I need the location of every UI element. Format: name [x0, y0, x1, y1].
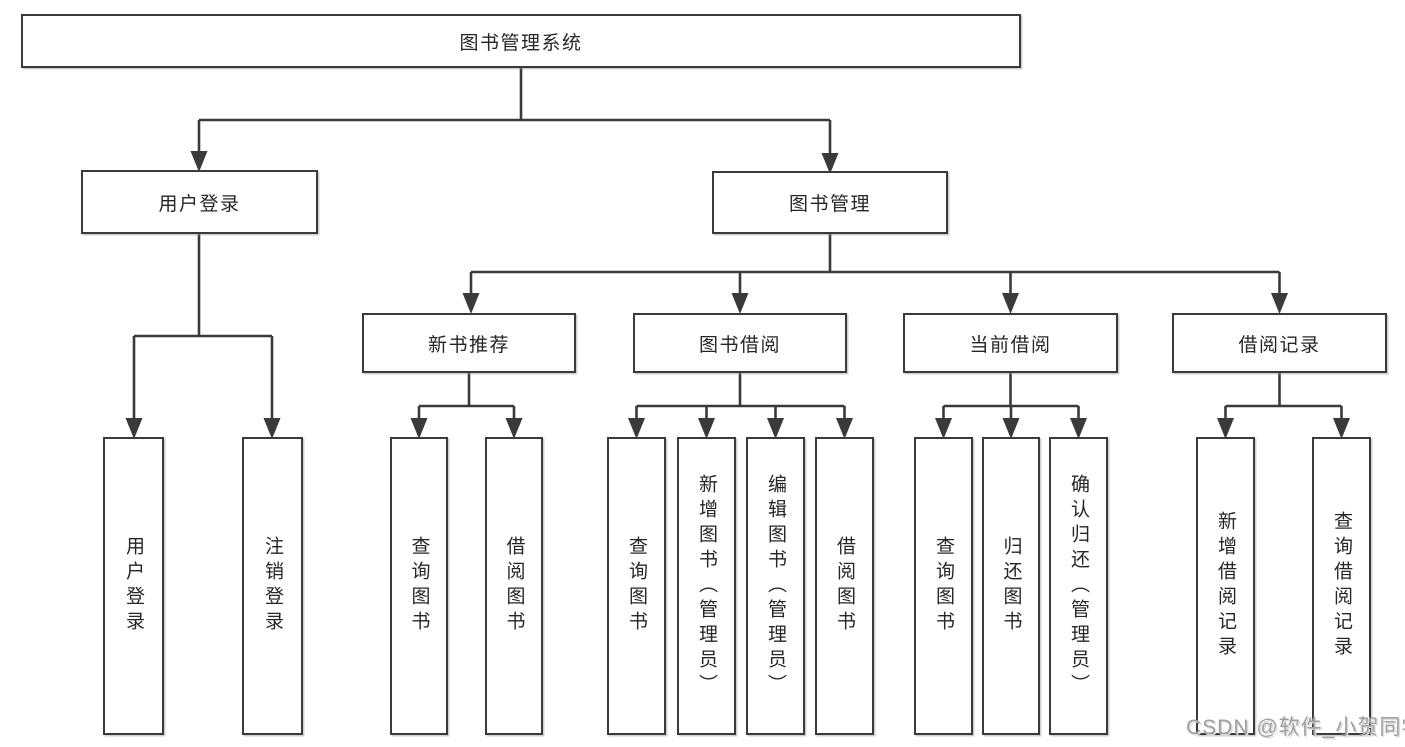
arrowhead-icon	[935, 418, 952, 439]
leaf-query-borrow-record: 查询借阅记录	[1312, 437, 1371, 735]
node-root: 图书管理系统	[21, 14, 1021, 68]
arrowhead-icon	[263, 418, 281, 439]
arrowhead-icon	[1070, 418, 1087, 439]
arrowhead-icon	[1217, 418, 1234, 439]
leaf-return-books: 归还图书	[982, 437, 1040, 735]
arrowhead-icon	[505, 418, 523, 439]
arrowhead-icon	[767, 418, 784, 439]
arrowhead-icon	[462, 293, 480, 314]
node-new-book-recommend: 新书推荐	[362, 313, 576, 373]
arrowhead-icon	[628, 418, 645, 439]
leaf-borrow-books: 借阅图书	[815, 437, 874, 735]
node-book-borrow: 图书借阅	[633, 313, 847, 373]
arrowhead-icon	[836, 418, 853, 439]
node-book-management: 图书管理	[712, 171, 948, 234]
arrowhead-icon	[1002, 418, 1020, 439]
node-user-login: 用户登录	[81, 170, 318, 234]
leaf-recommend-query-books: 查询图书	[390, 437, 448, 735]
leaf-logout: 注销登录	[242, 437, 303, 735]
arrowhead-icon	[731, 293, 749, 314]
arrowhead-icon	[1333, 418, 1350, 439]
node-borrow-records: 借阅记录	[1172, 313, 1387, 373]
leaf-add-borrow-record: 新增借阅记录	[1196, 437, 1255, 735]
arrowhead-icon	[1271, 293, 1288, 314]
arrowhead-icon	[125, 418, 143, 439]
arrowhead-icon	[190, 151, 208, 172]
leaf-current-query-books: 查询图书	[914, 437, 973, 735]
leaf-add-book-admin: 新增图书（管理员）	[677, 437, 736, 735]
leaf-user-login: 用户登录	[103, 437, 164, 735]
arrowhead-icon	[410, 418, 428, 439]
leaf-confirm-return-admin: 确认归还（管理员）	[1049, 437, 1108, 735]
node-current-borrow: 当前借阅	[903, 313, 1118, 373]
watermark: CSDN @软件_小贺同学	[1186, 716, 1405, 739]
leaf-borrow-query-books: 查询图书	[607, 437, 666, 735]
arrowhead-icon	[698, 418, 715, 439]
leaf-recommend-borrow-books: 借阅图书	[485, 437, 543, 735]
leaf-edit-book-admin: 编辑图书（管理员）	[746, 437, 805, 735]
arrowhead-icon	[1002, 293, 1019, 314]
